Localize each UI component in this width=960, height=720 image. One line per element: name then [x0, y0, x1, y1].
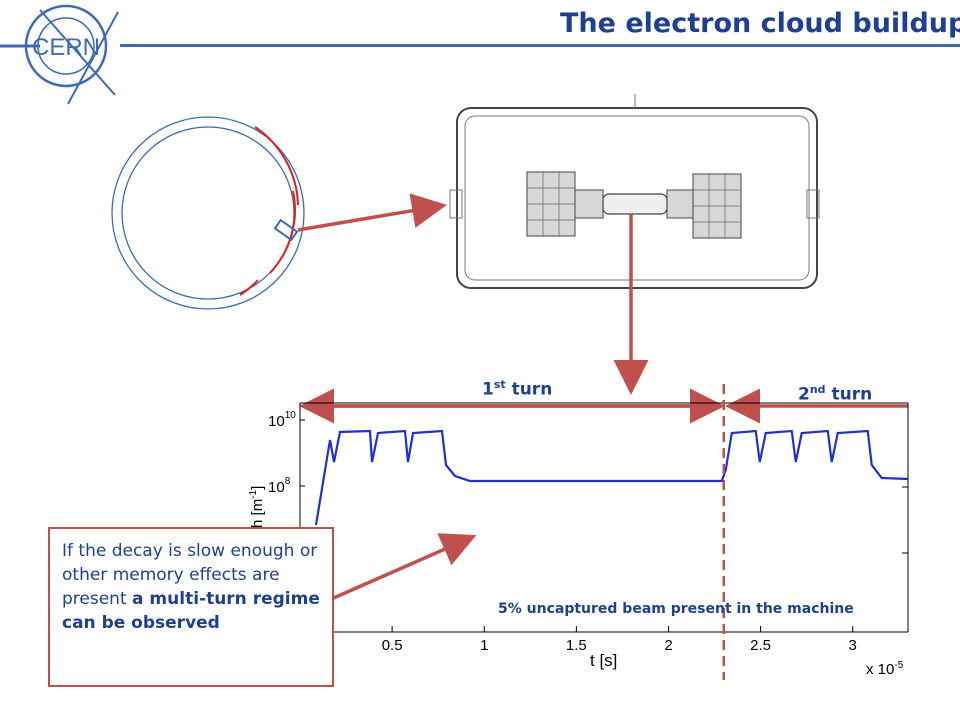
- x-tick-label-5: 3: [849, 637, 857, 654]
- y-tick-label-10: 1010: [268, 410, 296, 430]
- first-turn-label: 1st turn: [482, 378, 553, 400]
- left-magnet-block: [526, 171, 604, 237]
- ring-section-marker: [273, 218, 299, 242]
- x-tick-label-2: 1.5: [566, 637, 587, 654]
- accelerator-ring-diagram: [111, 116, 305, 310]
- ring-red-arc-top: [254, 126, 299, 206]
- logo-line-b: [67, 11, 119, 105]
- callout-arrow: [319, 533, 477, 606]
- multi-turn-callout: If the decay is slow enough or other mem…: [48, 527, 334, 687]
- vacuum-chamber-diagram: [449, 94, 820, 289]
- callout-text: If the decay is slow enough or other mem…: [62, 541, 318, 609]
- chamber-right-flange: [806, 189, 820, 219]
- chamber-outer-wall: [456, 107, 818, 289]
- right-magnet-block: [666, 173, 742, 239]
- electron-cloud-series: [314, 429, 909, 526]
- page-title: The electron cloud buildup: [560, 8, 960, 39]
- x-tick-label-3: 2: [664, 637, 672, 654]
- x-axis-label: t [s]: [590, 651, 618, 670]
- beam-pipe: [602, 193, 668, 215]
- ring-outer: [111, 116, 305, 310]
- y-tick-label-8: 108: [268, 476, 291, 496]
- chamber-left-flange: [449, 189, 463, 219]
- title-rule: [120, 44, 960, 47]
- x-tick-label-0: 0.5: [382, 637, 403, 654]
- x-axis-scale: x 10-5: [866, 660, 904, 678]
- chamber-inner-wall: [464, 115, 810, 281]
- second-turn-label: 2nd turn: [798, 383, 873, 405]
- x-ticks: 0.5 1 1.5 2 2.5 3: [382, 626, 857, 654]
- logo-outer-ring: [24, 4, 108, 88]
- logo-line-a: [39, 9, 116, 96]
- uncaptured-beam-note: 5% uncaptured beam present in the machin…: [498, 601, 854, 617]
- cern-logo: CERN: [0, 4, 119, 105]
- x-tick-label-4: 2.5: [750, 637, 771, 654]
- callout-bold-text: a multi-turn regime can be observed: [62, 589, 320, 633]
- ring-red-arc-bottom: [239, 279, 259, 296]
- ring-to-chamber-arrow: [297, 193, 447, 232]
- logo-text: CERN: [32, 34, 100, 61]
- logo-inner-ring: [37, 17, 95, 75]
- x-tick-label-1: 1: [480, 637, 488, 654]
- ring-red-arc-middle: [269, 190, 296, 274]
